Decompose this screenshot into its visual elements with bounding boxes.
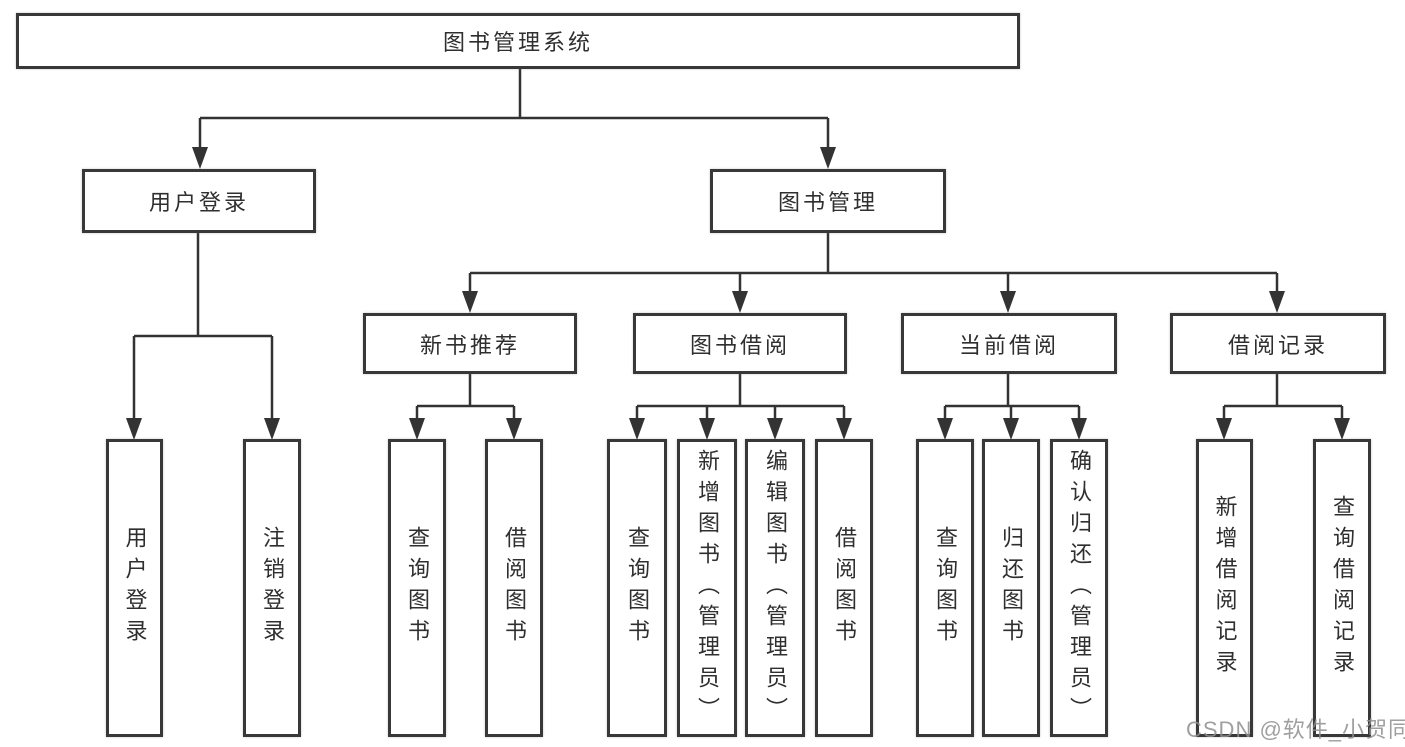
branch-root [200, 69, 828, 120]
leaf-logout: 注销登录 [243, 439, 301, 737]
arrowhead-icon [126, 418, 142, 440]
leaf-return-book: 归还图书 [982, 439, 1040, 737]
csdn-watermark: CSDN @软件_小贺同学 [1186, 717, 1405, 742]
leaf-borrow-query-book: 查询图书 [607, 439, 667, 737]
leaf-recommend-query-book: 查询图书 [388, 439, 446, 737]
node-book-borrow: 图书借阅 [633, 313, 847, 374]
leaf-borrow-book: 借阅图书 [815, 439, 873, 737]
arrowhead-icon [732, 291, 748, 313]
node-current-borrow: 当前借阅 [901, 313, 1117, 374]
arrowhead-icon [506, 418, 522, 440]
leaf-confirm-return-admin: 确认归还（管理员） [1050, 439, 1108, 737]
arrowhead-icon [1000, 291, 1016, 313]
branch-new-rec [417, 374, 514, 408]
arrowhead-icon [699, 418, 715, 440]
leaf-current-query-book: 查询图书 [916, 439, 974, 737]
node-borrow-record: 借阅记录 [1170, 313, 1386, 374]
branch-borrow [637, 374, 844, 408]
arrow-shafts [132, 118, 1344, 420]
branch-current [945, 374, 1079, 408]
arrowhead-icon [462, 291, 478, 313]
leaf-query-borrow-record: 查询借阅记录 [1313, 439, 1371, 737]
arrowhead-icon [937, 418, 953, 440]
leaf-user-login: 用户登录 [106, 439, 163, 737]
arrowhead-icon [264, 418, 280, 440]
node-user-login: 用户登录 [82, 169, 316, 233]
arrowhead-icon [767, 418, 783, 440]
arrow-heads [126, 147, 1350, 440]
node-root-system: 图书管理系统 [16, 13, 1020, 69]
arrowhead-icon [1003, 418, 1019, 440]
leaf-add-borrow-record: 新增借阅记录 [1196, 439, 1253, 737]
arrowhead-icon [1269, 291, 1285, 313]
arrowhead-icon [192, 147, 208, 169]
leaf-edit-book-admin: 编辑图书（管理员） [745, 439, 805, 737]
arrowhead-icon [629, 418, 645, 440]
arrowhead-icon [820, 147, 836, 169]
node-book-management: 图书管理 [710, 169, 946, 233]
arrowhead-icon [836, 418, 852, 440]
branch-user-login [134, 233, 272, 338]
leaf-recommend-borrow-book: 借阅图书 [485, 439, 543, 737]
arrowhead-icon [1071, 418, 1087, 440]
branch-book-mgmt [470, 233, 1277, 275]
leaf-add-book-admin: 新增图书（管理员） [677, 439, 737, 737]
branch-record [1224, 374, 1342, 408]
arrowhead-icon [1334, 418, 1350, 440]
arrowhead-icon [409, 418, 425, 440]
node-new-book-recommend: 新书推荐 [363, 313, 577, 374]
arrowhead-icon [1216, 418, 1232, 440]
connector-lines [132, 69, 1344, 420]
